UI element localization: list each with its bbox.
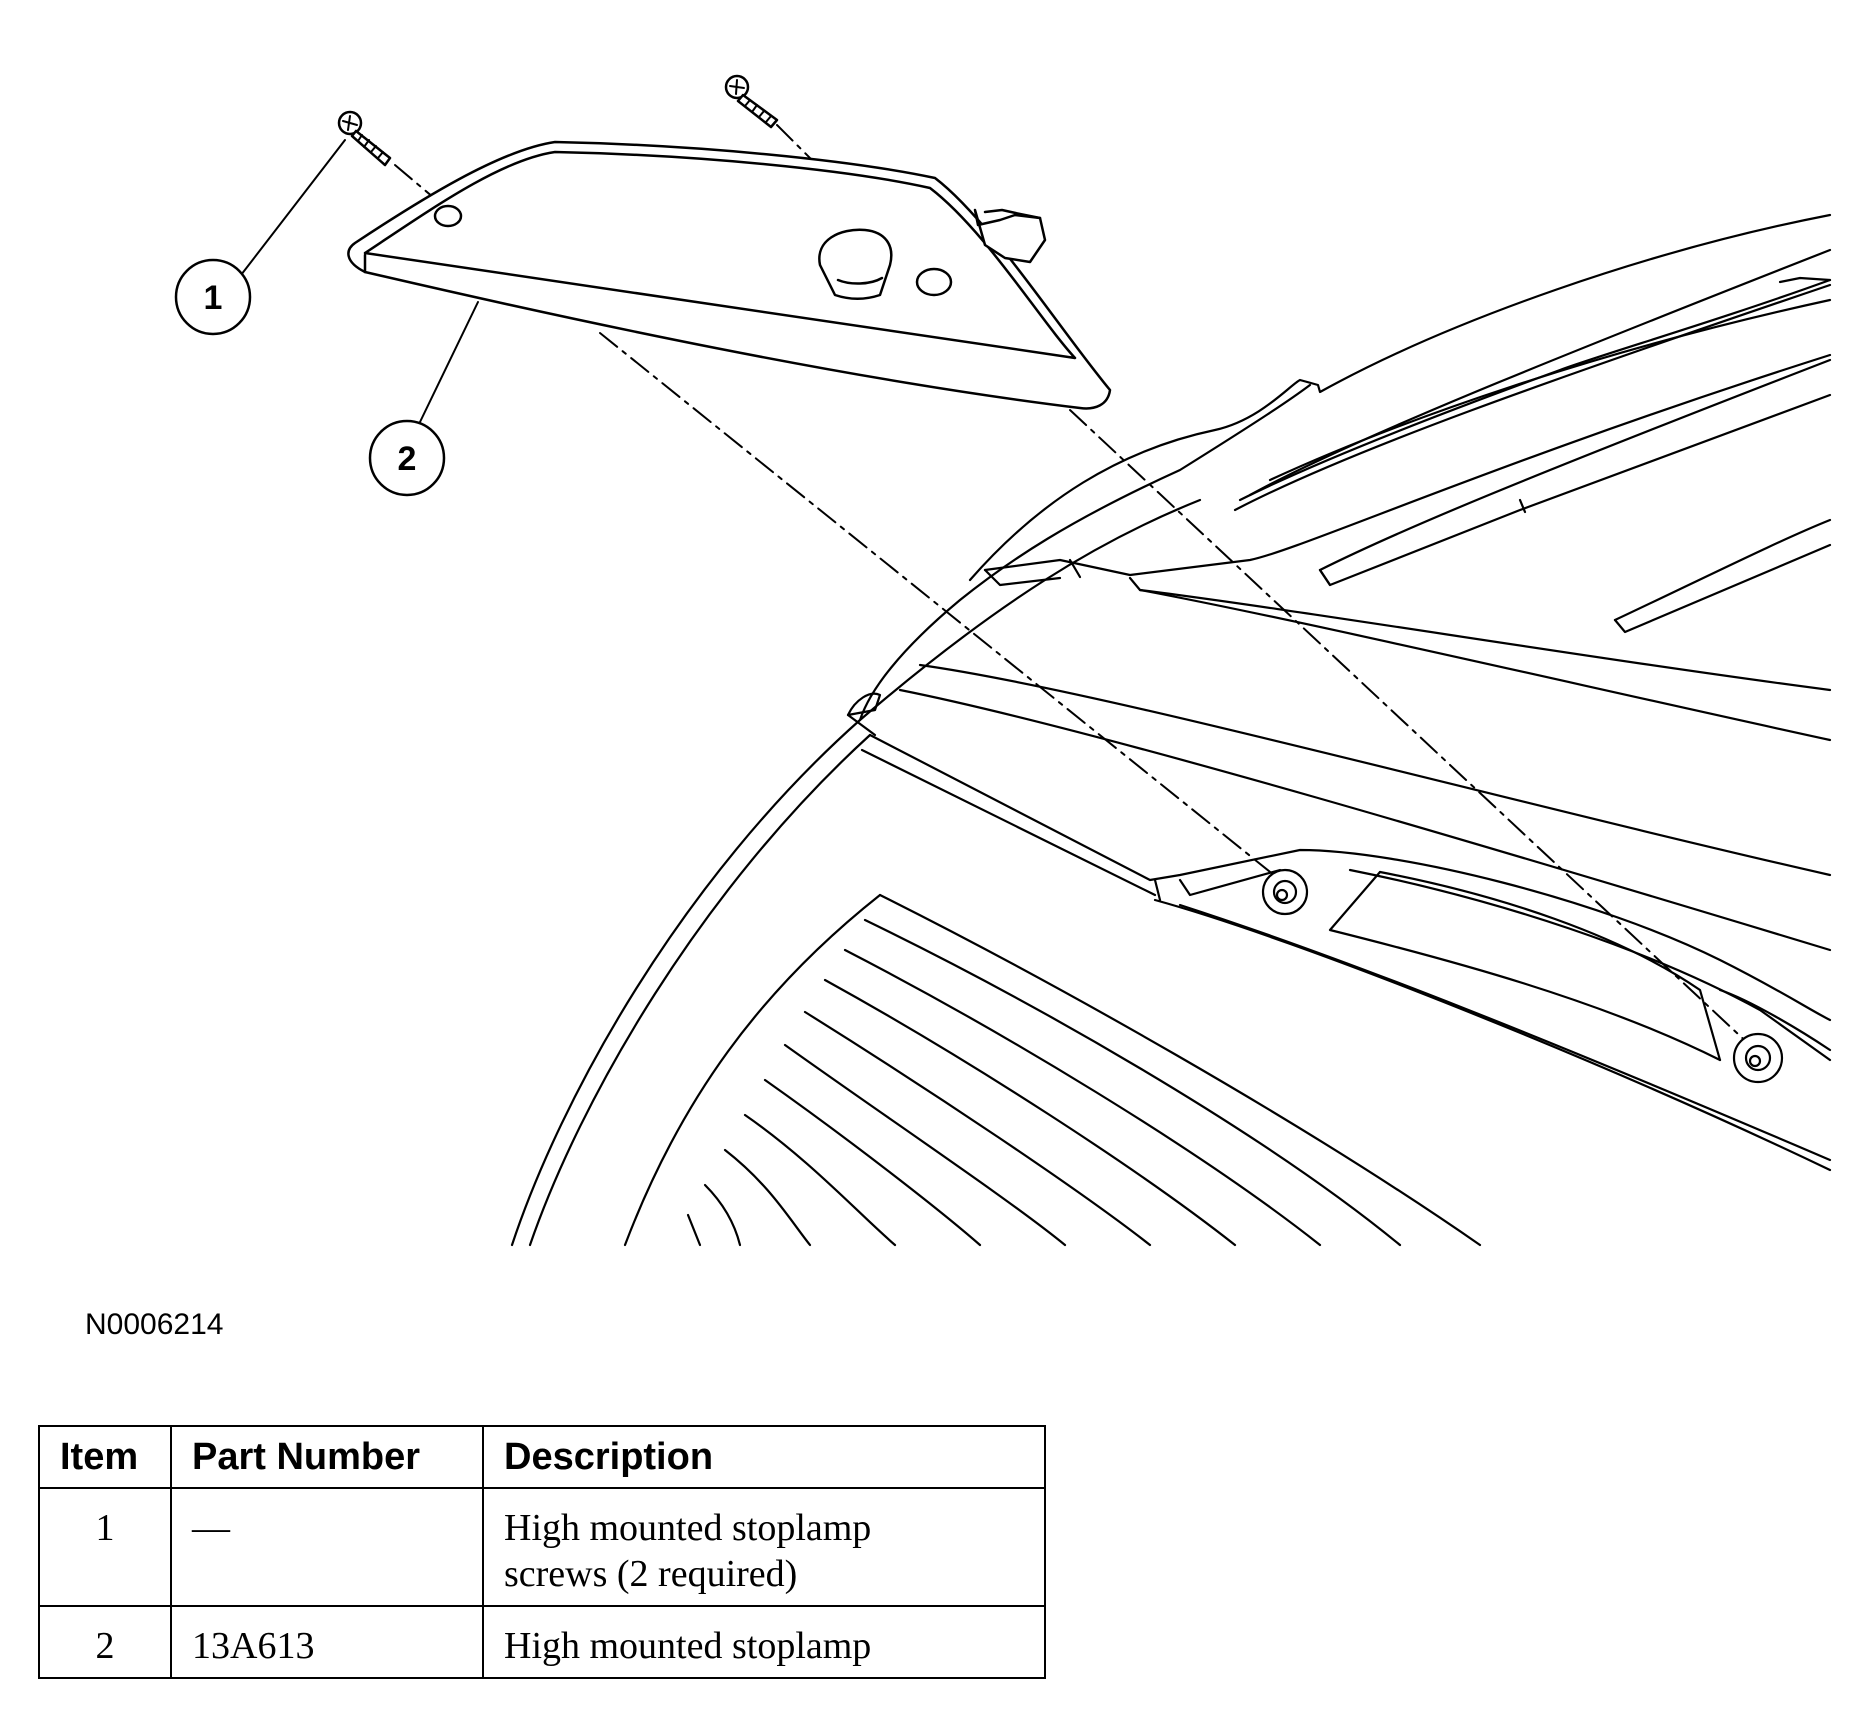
table-row: 1 — High mounted stoplamp screws (2 requ… xyxy=(38,1487,1046,1607)
part-number-cell: 13A613 xyxy=(170,1605,484,1679)
stoplamp-housing xyxy=(347,140,1112,410)
part-number-cell: — xyxy=(170,1487,484,1607)
callout-2-number: 2 xyxy=(398,440,417,478)
screw-2 xyxy=(724,74,779,129)
exploded-view-illustration: 1 2 xyxy=(174,74,1832,1247)
header-part-number: Part Number xyxy=(170,1425,484,1489)
screw-1 xyxy=(337,110,392,167)
callout-1-number: 1 xyxy=(204,279,223,317)
item-cell: 1 xyxy=(38,1487,172,1607)
figure-id: N0006214 xyxy=(85,1308,224,1341)
vehicle-rear xyxy=(510,213,1832,1247)
description-line: High mounted stoplamp xyxy=(504,1507,872,1549)
description-line: screws (2 required) xyxy=(504,1553,798,1595)
description-cell: High mounted stoplamp screws (2 required… xyxy=(482,1487,1046,1607)
table-row: 2 13A613 High mounted stoplamp xyxy=(38,1605,1046,1679)
item-cell: 2 xyxy=(38,1605,172,1679)
callout-2: 2 xyxy=(368,301,479,497)
header-description: Description xyxy=(482,1425,1046,1489)
header-item: Item xyxy=(38,1425,172,1489)
table-header-row: Item Part Number Description xyxy=(38,1425,1046,1489)
description-cell: High mounted stoplamp xyxy=(482,1605,1046,1679)
callout-1: 1 xyxy=(174,139,346,336)
parts-table: Item Part Number Description 1 — High mo… xyxy=(38,1425,1046,1679)
description-line: High mounted stoplamp xyxy=(504,1625,872,1667)
